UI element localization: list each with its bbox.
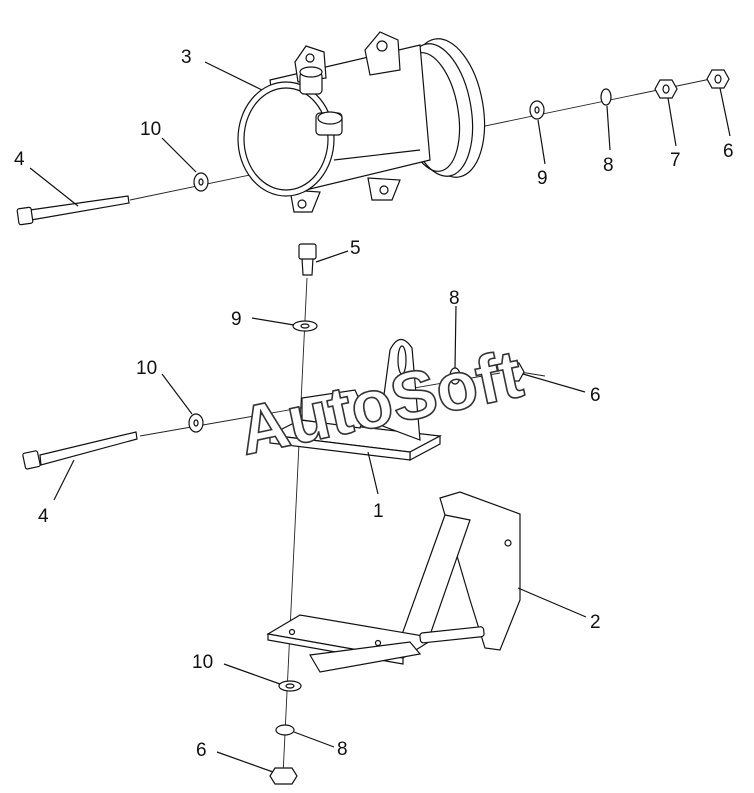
lower-bracket <box>266 491 521 673</box>
callout-8-bottom: 8 <box>337 739 348 760</box>
washers-nuts <box>188 69 730 785</box>
bolt-middle <box>22 431 138 470</box>
callout-8-middle: 8 <box>449 288 460 309</box>
callout-9-middle: 9 <box>231 309 242 330</box>
callout-6-bottom: 6 <box>196 740 207 761</box>
compressor <box>237 31 486 213</box>
callout-2: 2 <box>590 612 601 633</box>
callout-4-middle: 4 <box>38 506 49 527</box>
callout-5: 5 <box>350 238 361 259</box>
callouts: 3 10 4 9 8 7 6 5 9 8 10 6 4 1 2 10 8 6 <box>14 47 734 761</box>
bolt-top <box>16 195 130 226</box>
leader-lines <box>29 61 731 773</box>
callout-10-middle: 10 <box>136 358 157 379</box>
callout-3: 3 <box>181 47 192 68</box>
callout-4-top: 4 <box>14 149 25 170</box>
callout-1: 1 <box>373 501 384 522</box>
callout-6-top: 6 <box>723 141 734 162</box>
callout-10-top: 10 <box>140 119 161 140</box>
callout-7: 7 <box>670 150 681 171</box>
upper-bracket <box>267 338 442 461</box>
callout-6-middle: 6 <box>590 385 601 406</box>
bolt-vertical <box>298 243 317 276</box>
callout-8-top: 8 <box>603 155 614 176</box>
callout-9-top: 9 <box>537 168 548 189</box>
callout-10-bottom: 10 <box>192 652 213 673</box>
